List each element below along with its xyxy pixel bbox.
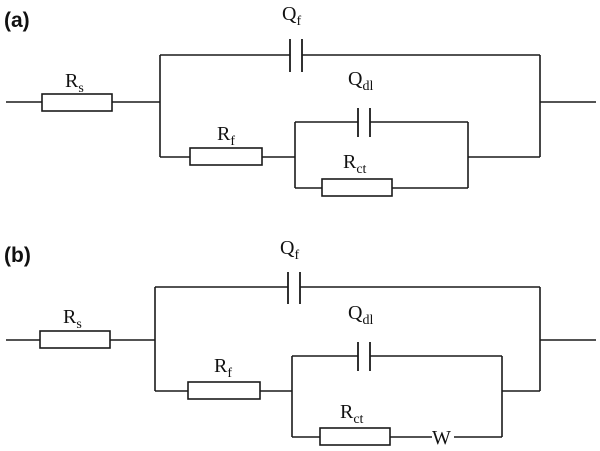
label-rf-b: Rf [214, 355, 232, 381]
resistor-rct-b [319, 427, 391, 446]
label-qdl-a: Qdl [348, 68, 373, 94]
panel-label-a: (a) [4, 9, 30, 32]
resistor-rf-b [187, 381, 261, 400]
label-rs-b: Rs [63, 306, 82, 332]
label-rs-a: Rs [65, 70, 84, 96]
label-qdl-b: Qdl [348, 302, 373, 328]
label-rct-a: Rct [343, 151, 367, 177]
resistor-rct-a [321, 178, 393, 197]
panel-label-b: (b) [4, 244, 31, 267]
resistor-rs-a [41, 93, 113, 112]
label-rct-b: Rct [340, 401, 364, 427]
label-rf-a: Rf [217, 123, 235, 149]
resistor-rf-a [189, 147, 263, 166]
circuit-a: (a) Rs Qf Rf Qdl Rct [4, 3, 596, 197]
label-qf-b: Qf [280, 237, 299, 263]
label-warburg-b: W [432, 427, 451, 449]
resistor-rs-b [39, 330, 111, 349]
label-qf-a: Qf [282, 3, 301, 29]
circuit-b: (b) Rs Qf Rf Qdl Rct W [4, 237, 596, 449]
